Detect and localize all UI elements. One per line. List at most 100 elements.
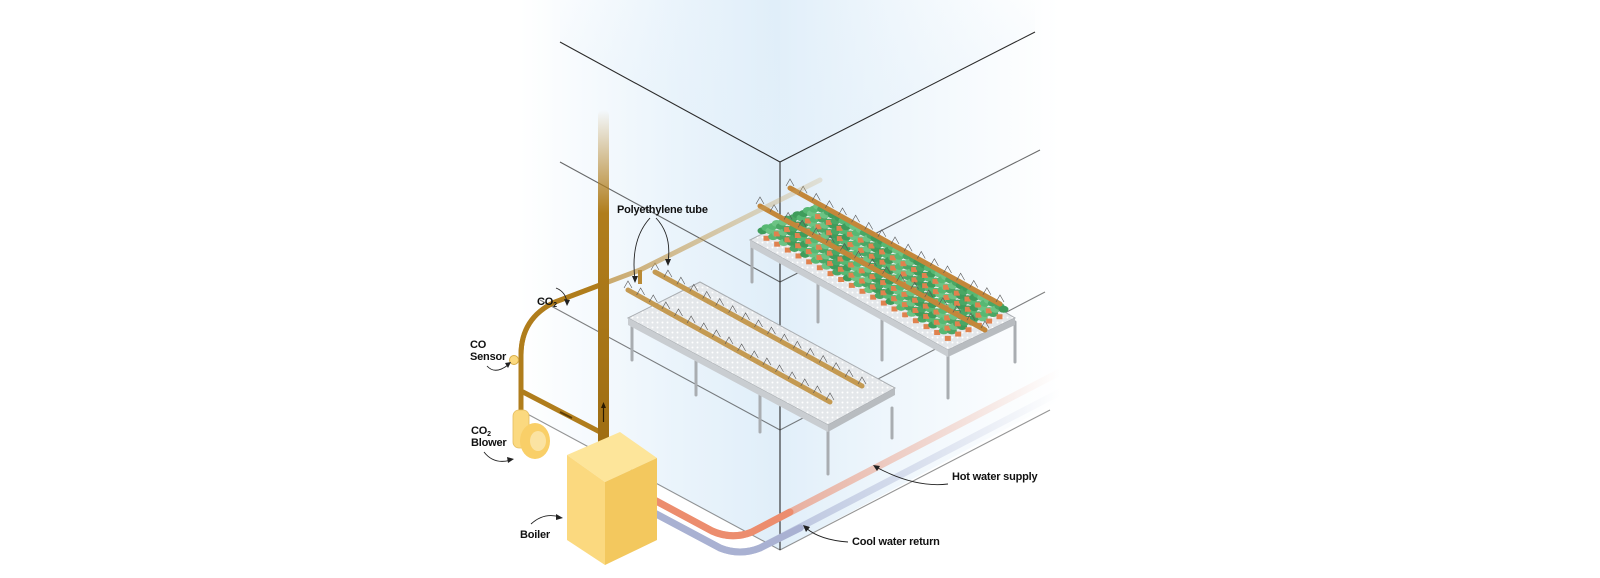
seedling-marker — [826, 235, 835, 243]
plant-pot — [774, 241, 781, 247]
seedling-marker — [854, 250, 863, 259]
plant-pot — [868, 253, 875, 259]
plant-pot — [859, 288, 866, 294]
plant-pot — [944, 315, 951, 321]
plant-pot — [826, 250, 833, 256]
seedling-marker — [910, 281, 919, 290]
seedling-marker — [938, 297, 948, 305]
plant-pot — [880, 290, 887, 296]
polyethylene-tubes — [625, 185, 1003, 405]
plant-pot — [795, 253, 802, 259]
seedling-marker — [980, 320, 990, 329]
label-co2-blower-line1: CO2 — [471, 425, 491, 438]
plant-pot — [838, 277, 845, 282]
plant-pot — [986, 318, 993, 324]
plant-pot — [944, 325, 951, 331]
plant-pot — [847, 231, 854, 237]
plant-pot — [827, 260, 834, 266]
seedling-marker — [844, 369, 854, 378]
plant-pot — [891, 296, 898, 302]
seedling-marker — [712, 329, 721, 338]
plant-pot — [784, 247, 791, 253]
seedling-marker — [825, 200, 834, 208]
seedling-marker — [636, 287, 645, 296]
seedling-marker — [969, 279, 979, 288]
seedling-marker — [728, 305, 737, 313]
seedling-marker — [699, 322, 709, 331]
plant-pot — [859, 278, 866, 284]
plant-pot — [827, 271, 834, 277]
plant-pot — [944, 335, 951, 341]
seedling-marker — [916, 250, 926, 259]
label-polyethylene-tube: Polyethylene tube — [617, 204, 708, 216]
plant-pot — [773, 231, 780, 237]
plant-pot — [784, 227, 791, 233]
label-hot-water-supply: Hot water supply — [952, 471, 1039, 483]
plant-pot — [816, 244, 823, 250]
seedling-marker — [661, 301, 671, 310]
plant-pot — [965, 327, 972, 333]
seedling-marker — [689, 283, 699, 292]
seedling-marker — [800, 378, 810, 387]
plant-pot — [880, 300, 887, 306]
plant-pot — [804, 218, 811, 224]
plant-pot — [943, 295, 950, 300]
plant-pot — [869, 284, 876, 290]
seedling-marker — [737, 343, 746, 352]
plant-pot — [964, 306, 971, 312]
seedling-marker — [924, 289, 934, 298]
seedling-marker — [702, 290, 712, 299]
seedling-marker — [811, 227, 821, 236]
plant-pot — [825, 220, 832, 225]
plant-pot — [932, 289, 939, 295]
plant-pot — [891, 306, 898, 312]
co-sensor-icon — [509, 355, 519, 365]
plant-pot — [901, 291, 908, 297]
boiler-chimney — [598, 110, 609, 455]
plant-pot — [933, 309, 940, 315]
plant-pot — [806, 259, 813, 265]
plant-pot — [921, 273, 928, 278]
plant-pot — [902, 312, 909, 318]
plant-pot — [900, 271, 907, 277]
seedling-marker — [966, 312, 976, 321]
plant-pot — [848, 262, 855, 268]
plant-pot — [826, 230, 833, 236]
seedling-marker — [896, 273, 905, 282]
plant-pot — [815, 214, 822, 220]
plant-pot — [837, 266, 844, 272]
seedling-marker — [767, 326, 776, 335]
plant-pot — [954, 321, 961, 327]
plant-pot — [763, 235, 770, 241]
annotation-arrows — [483, 217, 949, 543]
seedling-marker — [762, 357, 772, 366]
plant-pot — [837, 256, 844, 262]
seedling-marker — [797, 219, 807, 228]
plant-pot — [933, 319, 940, 325]
plant-pot — [996, 314, 1003, 320]
plant-pot — [858, 268, 865, 274]
seedling-marker — [813, 385, 822, 394]
label-cool-water-return: Cool water return — [852, 536, 940, 548]
plant-pot — [868, 243, 875, 249]
plant-pot — [795, 243, 802, 249]
seedling-marker — [943, 265, 952, 274]
plant-pot — [815, 224, 822, 230]
seedling-marker — [864, 221, 874, 230]
plant-pot — [847, 242, 854, 247]
plant-icon — [998, 305, 1009, 313]
label-co-sensor-line1: CO — [470, 339, 487, 351]
seedling-marker — [838, 207, 847, 216]
plant-pot — [794, 233, 801, 238]
seedling-marker — [715, 298, 724, 306]
seedling-marker — [805, 347, 815, 356]
seedling-marker — [890, 236, 900, 245]
plant-pot — [879, 249, 886, 255]
plant-pot — [911, 277, 918, 283]
plant-pot — [816, 265, 823, 271]
seedling-marker — [754, 319, 763, 328]
plant-pot — [975, 302, 982, 308]
plant-pot — [890, 286, 897, 291]
plant-pot — [890, 265, 897, 271]
